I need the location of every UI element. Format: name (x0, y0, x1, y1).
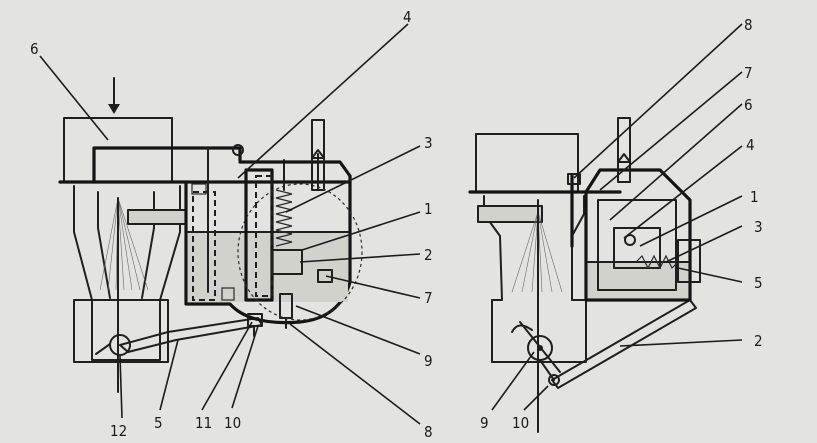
left-label-6: 6 (30, 40, 39, 58)
right-part-labels: 8 7 6 4 1 3 5 2 9 10 (480, 16, 763, 432)
left-label-8: 8 (424, 423, 433, 441)
left-vent-pipe (92, 146, 242, 184)
left-well (244, 168, 274, 302)
left-needle-valve (317, 269, 333, 283)
left-venturi-body (73, 185, 181, 361)
right-label-5: 5 (754, 274, 763, 292)
left-nozzle-bridge (127, 209, 187, 225)
left-leader-lines (39, 23, 421, 425)
left-label-7: 7 (424, 289, 433, 307)
left-spring (275, 189, 293, 247)
right-side-flange (677, 239, 701, 283)
left-throttle-arrow (95, 343, 111, 355)
right-label-3: 3 (754, 218, 763, 236)
left-venturi-inner (97, 191, 155, 299)
right-label-1: 1 (750, 188, 759, 206)
right-throttle-arrow (511, 324, 533, 333)
left-label-12: 12 (110, 422, 127, 440)
left-label-5: 5 (154, 414, 163, 432)
right-inner-chamber (597, 199, 677, 291)
left-label-9: 9 (424, 352, 433, 370)
right-label-7: 7 (744, 64, 753, 82)
right-label-8: 8 (744, 16, 753, 34)
right-float-chamber (584, 168, 692, 302)
right-label-2: 2 (754, 332, 763, 350)
right-label-6: 6 (744, 96, 753, 114)
right-label-9: 9 (480, 414, 489, 432)
left-chamber-lid (238, 160, 352, 178)
right-fuel-spray (511, 211, 563, 293)
left-label-11: 11 (195, 414, 212, 432)
right-label-4: 4 (746, 136, 755, 154)
left-emulsion-tube (192, 191, 216, 301)
left-label-1: 1 (424, 200, 433, 218)
left-lever-linkage (119, 317, 263, 353)
left-air-intake-housing (63, 117, 173, 183)
left-air-inflow-arrow (108, 77, 120, 114)
left-carburetor-diagram (58, 77, 363, 393)
left-throttle-body (73, 299, 169, 363)
right-nozzle-bridge (477, 205, 543, 223)
left-pipe-fitting (232, 144, 244, 156)
right-label-10: 10 (512, 414, 529, 432)
left-label-3: 3 (424, 134, 433, 152)
right-air-intake-housing (475, 133, 579, 193)
right-vent-stack (617, 117, 631, 183)
left-label-2: 2 (424, 246, 433, 264)
left-part-labels: 6 4 3 1 2 7 9 8 12 5 11 10 (30, 8, 433, 441)
right-spring (635, 254, 679, 270)
left-label-4: 4 (403, 8, 412, 26)
right-carburetor-diagram (468, 117, 701, 433)
left-label-10: 10 (224, 414, 241, 432)
left-detail-circle (237, 183, 363, 321)
right-leader-lines (491, 23, 743, 411)
